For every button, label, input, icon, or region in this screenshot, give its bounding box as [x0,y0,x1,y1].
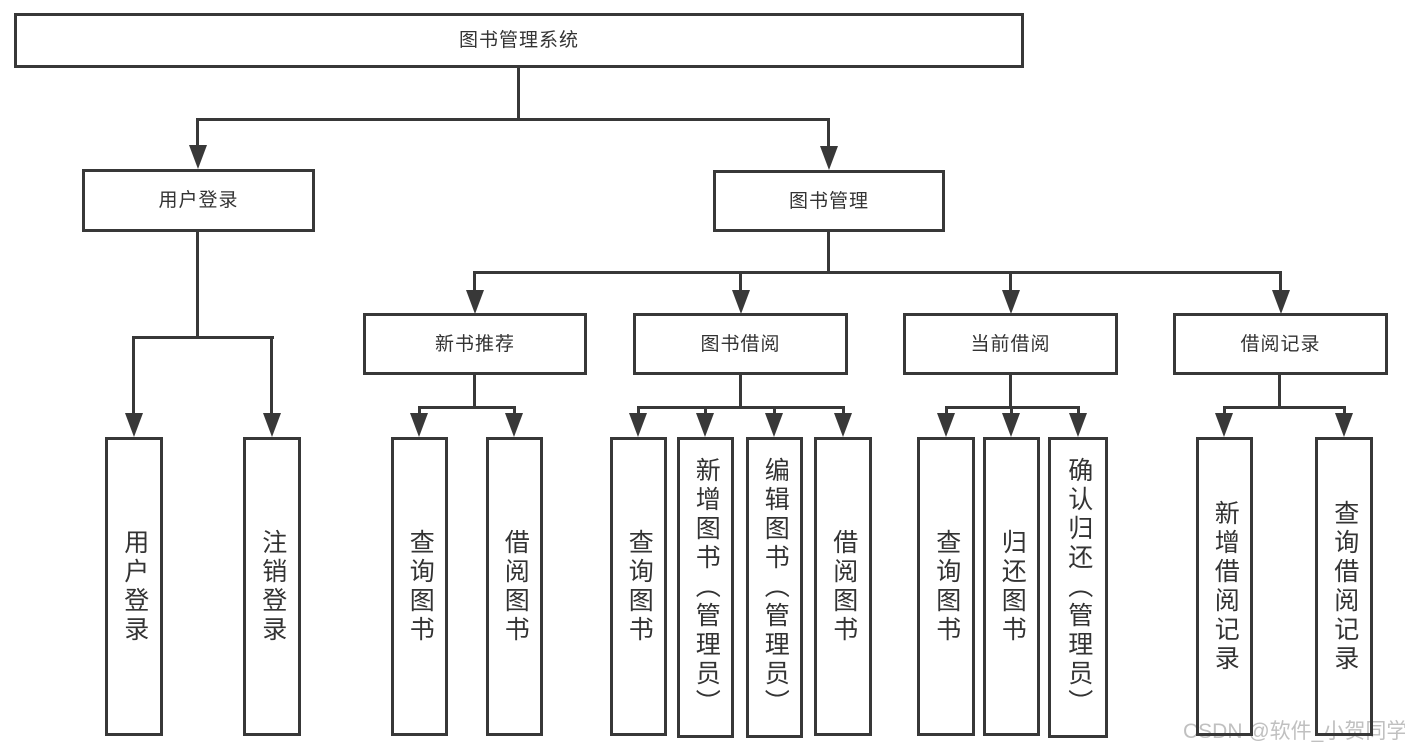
arrowhead-down-icon [629,413,647,437]
arrowhead-down-icon [505,413,523,437]
connector-line [1010,406,1013,418]
node-book-borrow: 图书借阅 [633,313,848,375]
connector-line [196,118,830,121]
watermark-text: CSDN @软件_小贺同学 [1183,720,1405,743]
arrowhead-down-icon [1002,413,1020,437]
arrowhead-down-icon [189,145,207,169]
connector-line [517,68,520,121]
node-borrow-records: 借阅记录 [1173,313,1388,375]
arrowhead-down-icon [1002,290,1020,314]
connector-line [637,406,640,418]
connector-line [196,118,199,148]
connector-line [773,406,776,418]
connector-line [827,118,830,148]
node-user-login: 用户登录 [82,169,315,232]
connector-line [1279,271,1282,293]
leaf-query-book-borrow: 查询图书 [610,437,667,736]
connector-line [418,406,516,409]
leaf-add-borrow-record: 新增借阅记录 [1196,437,1253,736]
arrowhead-down-icon [1069,413,1087,437]
arrowhead-down-icon [1272,290,1290,314]
arrowhead-down-icon [765,413,783,437]
connector-line [704,406,707,418]
arrowhead-down-icon [1215,413,1233,437]
connector-line [473,271,476,293]
leaf-borrow-book: 借阅图书 [814,437,872,736]
leaf-user-login: 用户登录 [105,437,163,736]
connector-line [1077,406,1080,418]
arrowhead-down-icon [696,413,714,437]
leaf-logout: 注销登录 [243,437,301,736]
node-new-book-recommend: 新书推荐 [363,313,587,375]
arrowhead-down-icon [937,413,955,437]
leaf-add-book-admin: 新增图书（管理员） [677,437,734,738]
connector-line [827,232,830,274]
arrowhead-down-icon [834,413,852,437]
connector-line [637,406,845,409]
arrowhead-down-icon [466,290,484,314]
connector-line [1223,406,1226,418]
connector-line [473,271,1282,274]
connector-line [132,336,274,339]
leaf-query-borrow-record: 查询借阅记录 [1315,437,1373,736]
connector-line [196,232,199,339]
arrowhead-down-icon [263,413,281,437]
leaf-return-book: 归还图书 [983,437,1040,736]
connector-line [513,406,516,418]
connector-line [1278,375,1281,409]
connector-line [842,406,845,418]
arrowhead-down-icon [1335,413,1353,437]
arrowhead-down-icon [732,290,750,314]
connector-line [473,375,476,409]
connector-line [1009,375,1012,409]
leaf-confirm-return-admin: 确认归还（管理员） [1048,437,1108,738]
connector-line [1343,406,1346,418]
arrowhead-down-icon [820,146,838,170]
node-root: 图书管理系统 [14,13,1024,68]
node-book-management: 图书管理 [713,170,945,232]
connector-line [739,271,742,293]
leaf-query-book-current: 查询图书 [917,437,975,736]
leaf-borrow-book-recommend: 借阅图书 [486,437,543,736]
connector-line [418,406,421,418]
connector-line [270,336,273,416]
node-current-borrow: 当前借阅 [903,313,1118,375]
connector-line [1009,271,1012,293]
connector-line [945,406,948,418]
connector-line [132,336,135,416]
arrowhead-down-icon [125,413,143,437]
connector-line [739,375,742,409]
leaf-query-book-recommend: 查询图书 [391,437,448,736]
leaf-edit-book-admin: 编辑图书（管理员） [746,437,803,738]
connector-line [1223,406,1346,409]
arrowhead-down-icon [410,413,428,437]
